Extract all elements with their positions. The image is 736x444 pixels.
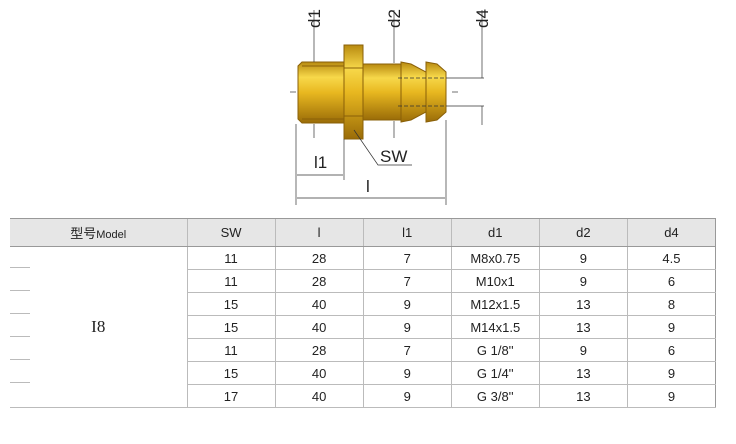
- label-l1: l1: [314, 153, 327, 172]
- fitting-diagram: d1 d2 d4 SW l1 l: [290, 9, 492, 205]
- cell-sw: 11: [186, 269, 276, 293]
- cell-d4: 6: [626, 338, 717, 362]
- label-l: l: [366, 177, 370, 196]
- cell-d4: 6: [626, 269, 717, 293]
- cell-sw: 15: [186, 292, 276, 316]
- cell-l: 40: [274, 315, 364, 339]
- header-d4: d4: [626, 218, 717, 247]
- cell-l1: 7: [362, 269, 452, 293]
- cell-d2: 13: [538, 292, 628, 316]
- label-d4: d4: [473, 9, 492, 28]
- cell-d1: M8x0.75: [450, 246, 540, 270]
- cell-l: 40: [274, 292, 364, 316]
- cell-d1: M12x1.5: [450, 292, 540, 316]
- cell-l1: 9: [362, 384, 452, 408]
- cell-l: 28: [274, 338, 364, 362]
- cell-d2: 9: [538, 269, 628, 293]
- cell-d1: G 1/4'': [450, 361, 540, 385]
- label-sw: SW: [380, 147, 407, 166]
- cell-l: 40: [274, 384, 364, 408]
- cell-l: 40: [274, 361, 364, 385]
- cell-d1: M10x1: [450, 269, 540, 293]
- header-model: 型号Model: [10, 218, 187, 247]
- cell-sw: 15: [186, 361, 276, 385]
- cell-l1: 7: [362, 246, 452, 270]
- cell-d1: M14x1.5: [450, 315, 540, 339]
- brass-fitting: [297, 44, 447, 140]
- cell-d4: 9: [626, 361, 717, 385]
- cell-l1: 7: [362, 338, 452, 362]
- cell-d4: 9: [626, 315, 717, 339]
- cell-d1: G 1/8'': [450, 338, 540, 362]
- cell-d4: 9: [626, 384, 717, 408]
- cell-sw: 17: [186, 384, 276, 408]
- cell-d4: 4.5: [626, 246, 717, 270]
- cell-l1: 9: [362, 315, 452, 339]
- header-d2: d2: [538, 218, 628, 247]
- cell-sw: 15: [186, 315, 276, 339]
- cell-d2: 9: [538, 246, 628, 270]
- label-d1: d1: [305, 9, 324, 28]
- cell-l1: 9: [362, 361, 452, 385]
- header-sw: SW: [186, 218, 276, 247]
- header-l: l: [274, 218, 364, 247]
- table-header: 型号Model SW l l1 d1 d2 d4: [10, 218, 717, 247]
- cell-l: 28: [274, 246, 364, 270]
- model-cell: I8: [10, 246, 187, 408]
- cell-d2: 13: [538, 361, 628, 385]
- cell-d2: 13: [538, 315, 628, 339]
- cell-sw: 11: [186, 246, 276, 270]
- cell-d2: 13: [538, 384, 628, 408]
- cell-d2: 9: [538, 338, 628, 362]
- cell-l1: 9: [362, 292, 452, 316]
- cell-d1: G 3/8'': [450, 384, 540, 408]
- cell-d4: 8: [626, 292, 717, 316]
- cell-l: 28: [274, 269, 364, 293]
- header-d1: d1: [450, 218, 540, 247]
- header-l1: l1: [362, 218, 452, 247]
- cell-sw: 11: [186, 338, 276, 362]
- dimension-lines: [290, 10, 484, 205]
- label-d2: d2: [385, 9, 404, 28]
